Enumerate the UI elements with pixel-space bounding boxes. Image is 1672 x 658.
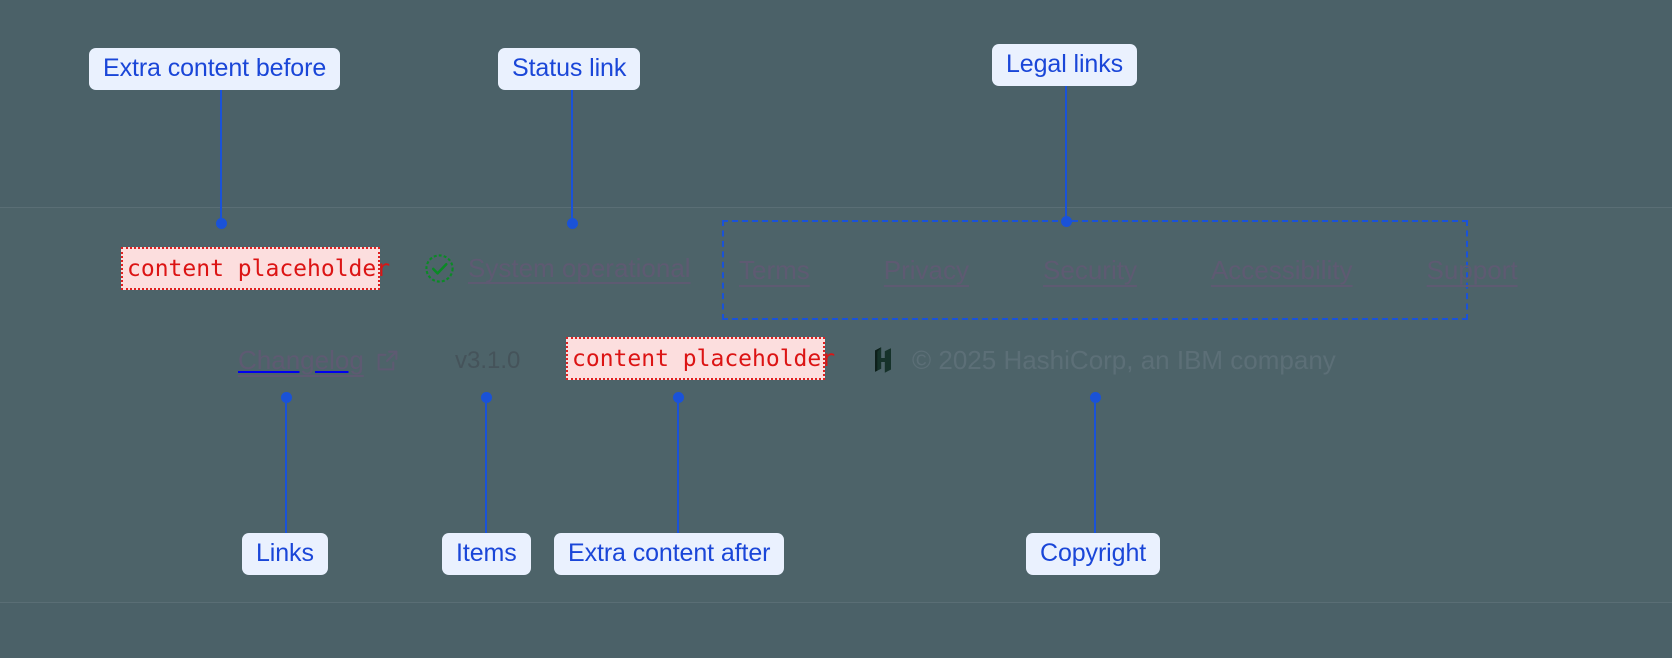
copyright: © 2025 HashiCorp, an IBM company [868,344,1336,376]
hashicorp-logo [868,344,898,376]
content-placeholder-after-text: content placeholder [572,346,836,372]
changelog-link-label: Changelog [238,345,364,375]
annotation-anchor-dot [280,392,292,403]
annotation-leader-line [571,90,573,222]
annotation-chip-extra-content-before: Extra content before [89,48,341,91]
legal-link-security[interactable]: Security [1043,255,1137,285]
legal-link-privacy[interactable]: Privacy [883,255,970,285]
copyright-text: © 2025 HashiCorp, an IBM company [912,344,1336,375]
annotation-leader-line [220,90,222,222]
legal-link-accessibility[interactable]: Accessibility [1210,255,1353,285]
status-link-label: System operational [468,253,691,283]
legal-links-highlight-box [722,220,1468,320]
legal-link-terms[interactable]: Terms [739,255,810,285]
annotation-leader-line [485,400,487,533]
annotation-anchor-dot [672,392,684,403]
annotation-chip-extra-content-after: Extra content after [554,533,785,576]
annotation-chip-status-link: Status link [498,48,641,91]
annotation-chip-items: Items [442,533,531,576]
changelog-link[interactable]: Changelog [238,345,400,376]
annotation-anchor-dot [480,392,492,403]
legal-link-support[interactable]: Support [1426,255,1518,285]
version-label: v3.1.0 [455,347,521,374]
annotation-chip-copyright: Copyright [1026,533,1161,576]
check-circle-icon [424,253,455,284]
content-placeholder-after: content placeholder [566,337,835,380]
annotation-leader-line [677,400,679,533]
annotation-leader-line [1065,86,1067,222]
annotation-leader-line [285,400,287,533]
content-placeholder-before: content placeholder [121,247,390,290]
content-placeholder-before-text: content placeholder [127,256,391,282]
annotation-chip-links: Links [242,533,328,576]
annotation-anchor-dot [1060,216,1072,227]
status-link[interactable]: System operational [424,253,691,284]
annotation-anchor-dot [566,218,578,229]
external-link-icon [375,348,400,373]
annotation-chip-legal-links: Legal links [992,44,1138,87]
annotation-leader-line [1094,400,1096,533]
annotation-anchor-dot [1089,392,1101,403]
annotation-anchor-dot [215,218,227,229]
legal-links: Terms Privacy Security Accessibility Sup… [739,255,1518,286]
